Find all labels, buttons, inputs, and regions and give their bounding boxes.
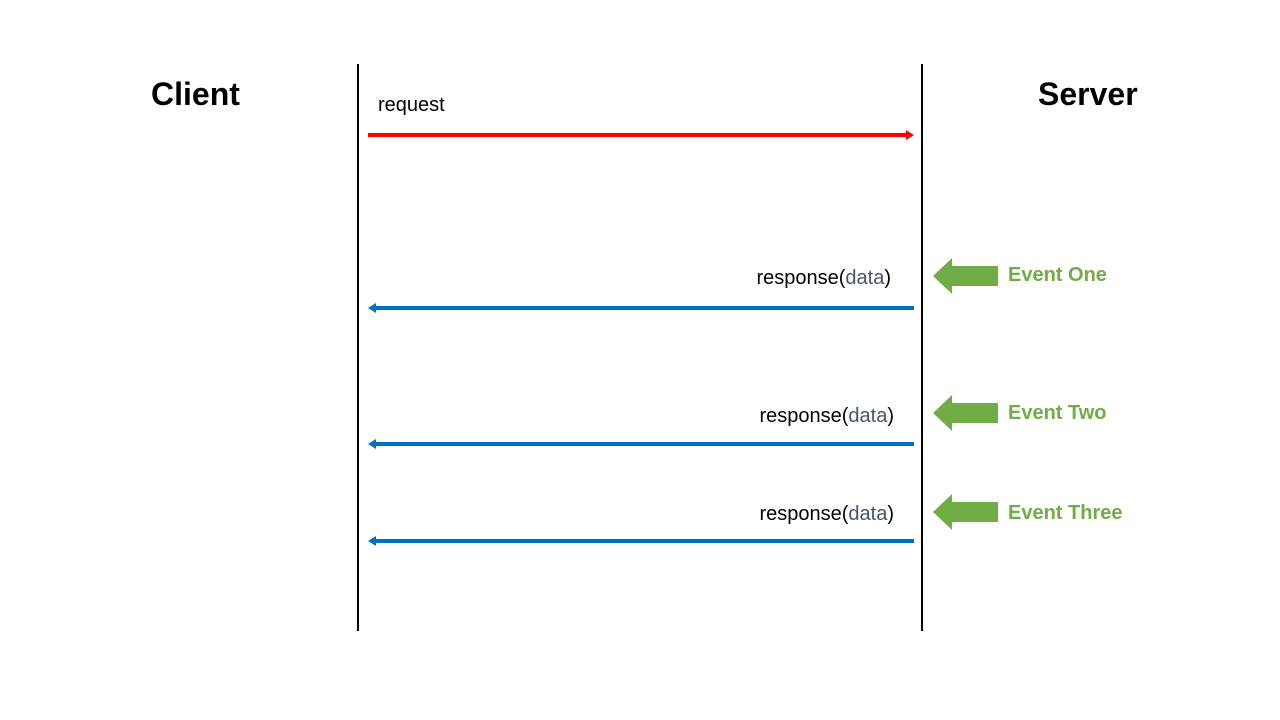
- request-label: request: [378, 94, 445, 116]
- response-label-2: response(data): [759, 404, 894, 428]
- response-param: data: [848, 503, 888, 525]
- event-label-2: Event Two: [1008, 402, 1107, 424]
- event-label-3: Event Three: [1008, 502, 1123, 524]
- server-lifeline: [921, 64, 923, 631]
- response-param: data: [845, 267, 885, 289]
- response-label-1: response(data): [756, 266, 891, 290]
- response-prefix: response(: [756, 267, 846, 289]
- response-label-3: response(data): [759, 502, 894, 526]
- response-arrow-3: [368, 536, 914, 546]
- event-label-1: Event One: [1008, 264, 1107, 286]
- client-lifeline: [357, 64, 359, 631]
- request-arrow: [368, 130, 914, 140]
- response-suffix: ): [887, 503, 894, 525]
- response-arrow-1: [368, 303, 914, 313]
- response-param: data: [848, 405, 888, 427]
- response-prefix: response(: [759, 405, 849, 427]
- response-suffix: ): [887, 405, 894, 427]
- response-arrow-2: [368, 439, 914, 449]
- response-prefix: response(: [759, 503, 849, 525]
- event-arrow-1: [933, 258, 998, 294]
- client-title: Client: [151, 76, 240, 112]
- event-arrow-2: [933, 395, 998, 431]
- server-title: Server: [1038, 76, 1138, 112]
- event-arrow-3: [933, 494, 998, 530]
- response-suffix: ): [884, 267, 891, 289]
